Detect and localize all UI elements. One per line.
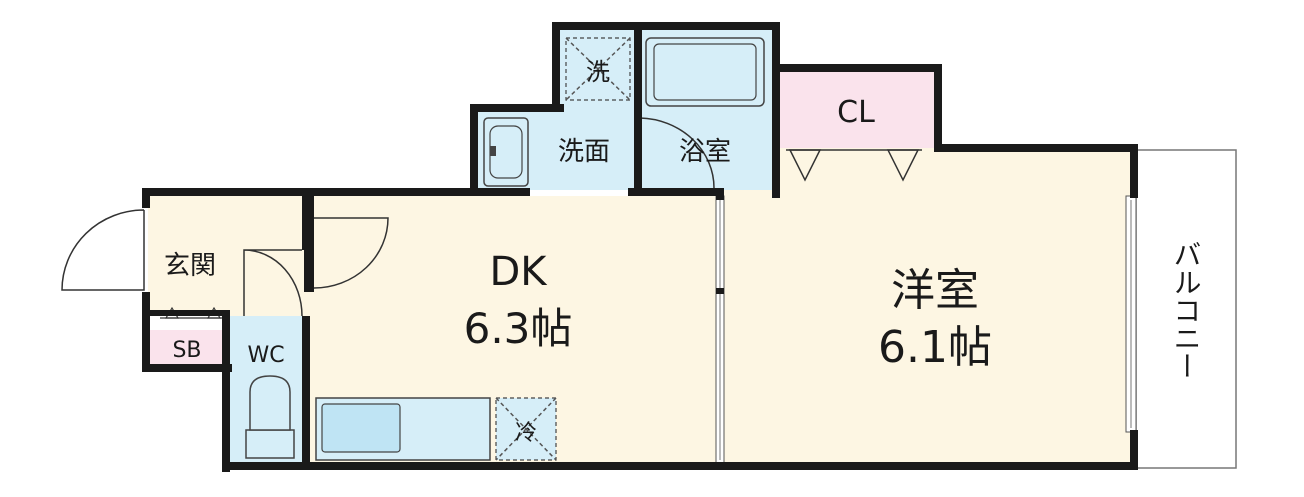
dk-label: DK <box>489 249 548 295</box>
toilet-label: WC <box>247 343 284 368</box>
closet-floor <box>776 70 938 148</box>
fridge-label: 冷 <box>515 421 537 446</box>
entrance-floor <box>148 196 308 316</box>
bathtub <box>645 37 765 107</box>
dk-door <box>313 217 389 289</box>
shoe-box-floor <box>148 330 228 366</box>
western-room-label: 洋室 <box>891 265 979 316</box>
toilet-door <box>243 249 303 317</box>
bath-door <box>639 117 715 189</box>
washroom-label: 洗面 <box>558 137 610 167</box>
sink <box>321 403 401 453</box>
toilet-bowl <box>249 375 291 431</box>
balcony-label: バルコニー <box>1170 240 1203 380</box>
entrance-label: 玄関 <box>164 251 216 281</box>
shoe-box-label: SB <box>172 338 201 363</box>
closet-label: CL <box>837 95 875 130</box>
balcony <box>1135 149 1237 469</box>
dk-area-label: 6.3帖 <box>464 304 573 353</box>
western-area-label: 6.1帖 <box>878 322 992 373</box>
western-room-floor <box>722 148 1132 464</box>
toilet-tank <box>245 429 295 459</box>
laundry-label: 洗 <box>586 58 610 86</box>
bath-label: 浴室 <box>679 137 731 167</box>
wash-basin <box>483 117 529 187</box>
entrance-door <box>61 209 145 291</box>
